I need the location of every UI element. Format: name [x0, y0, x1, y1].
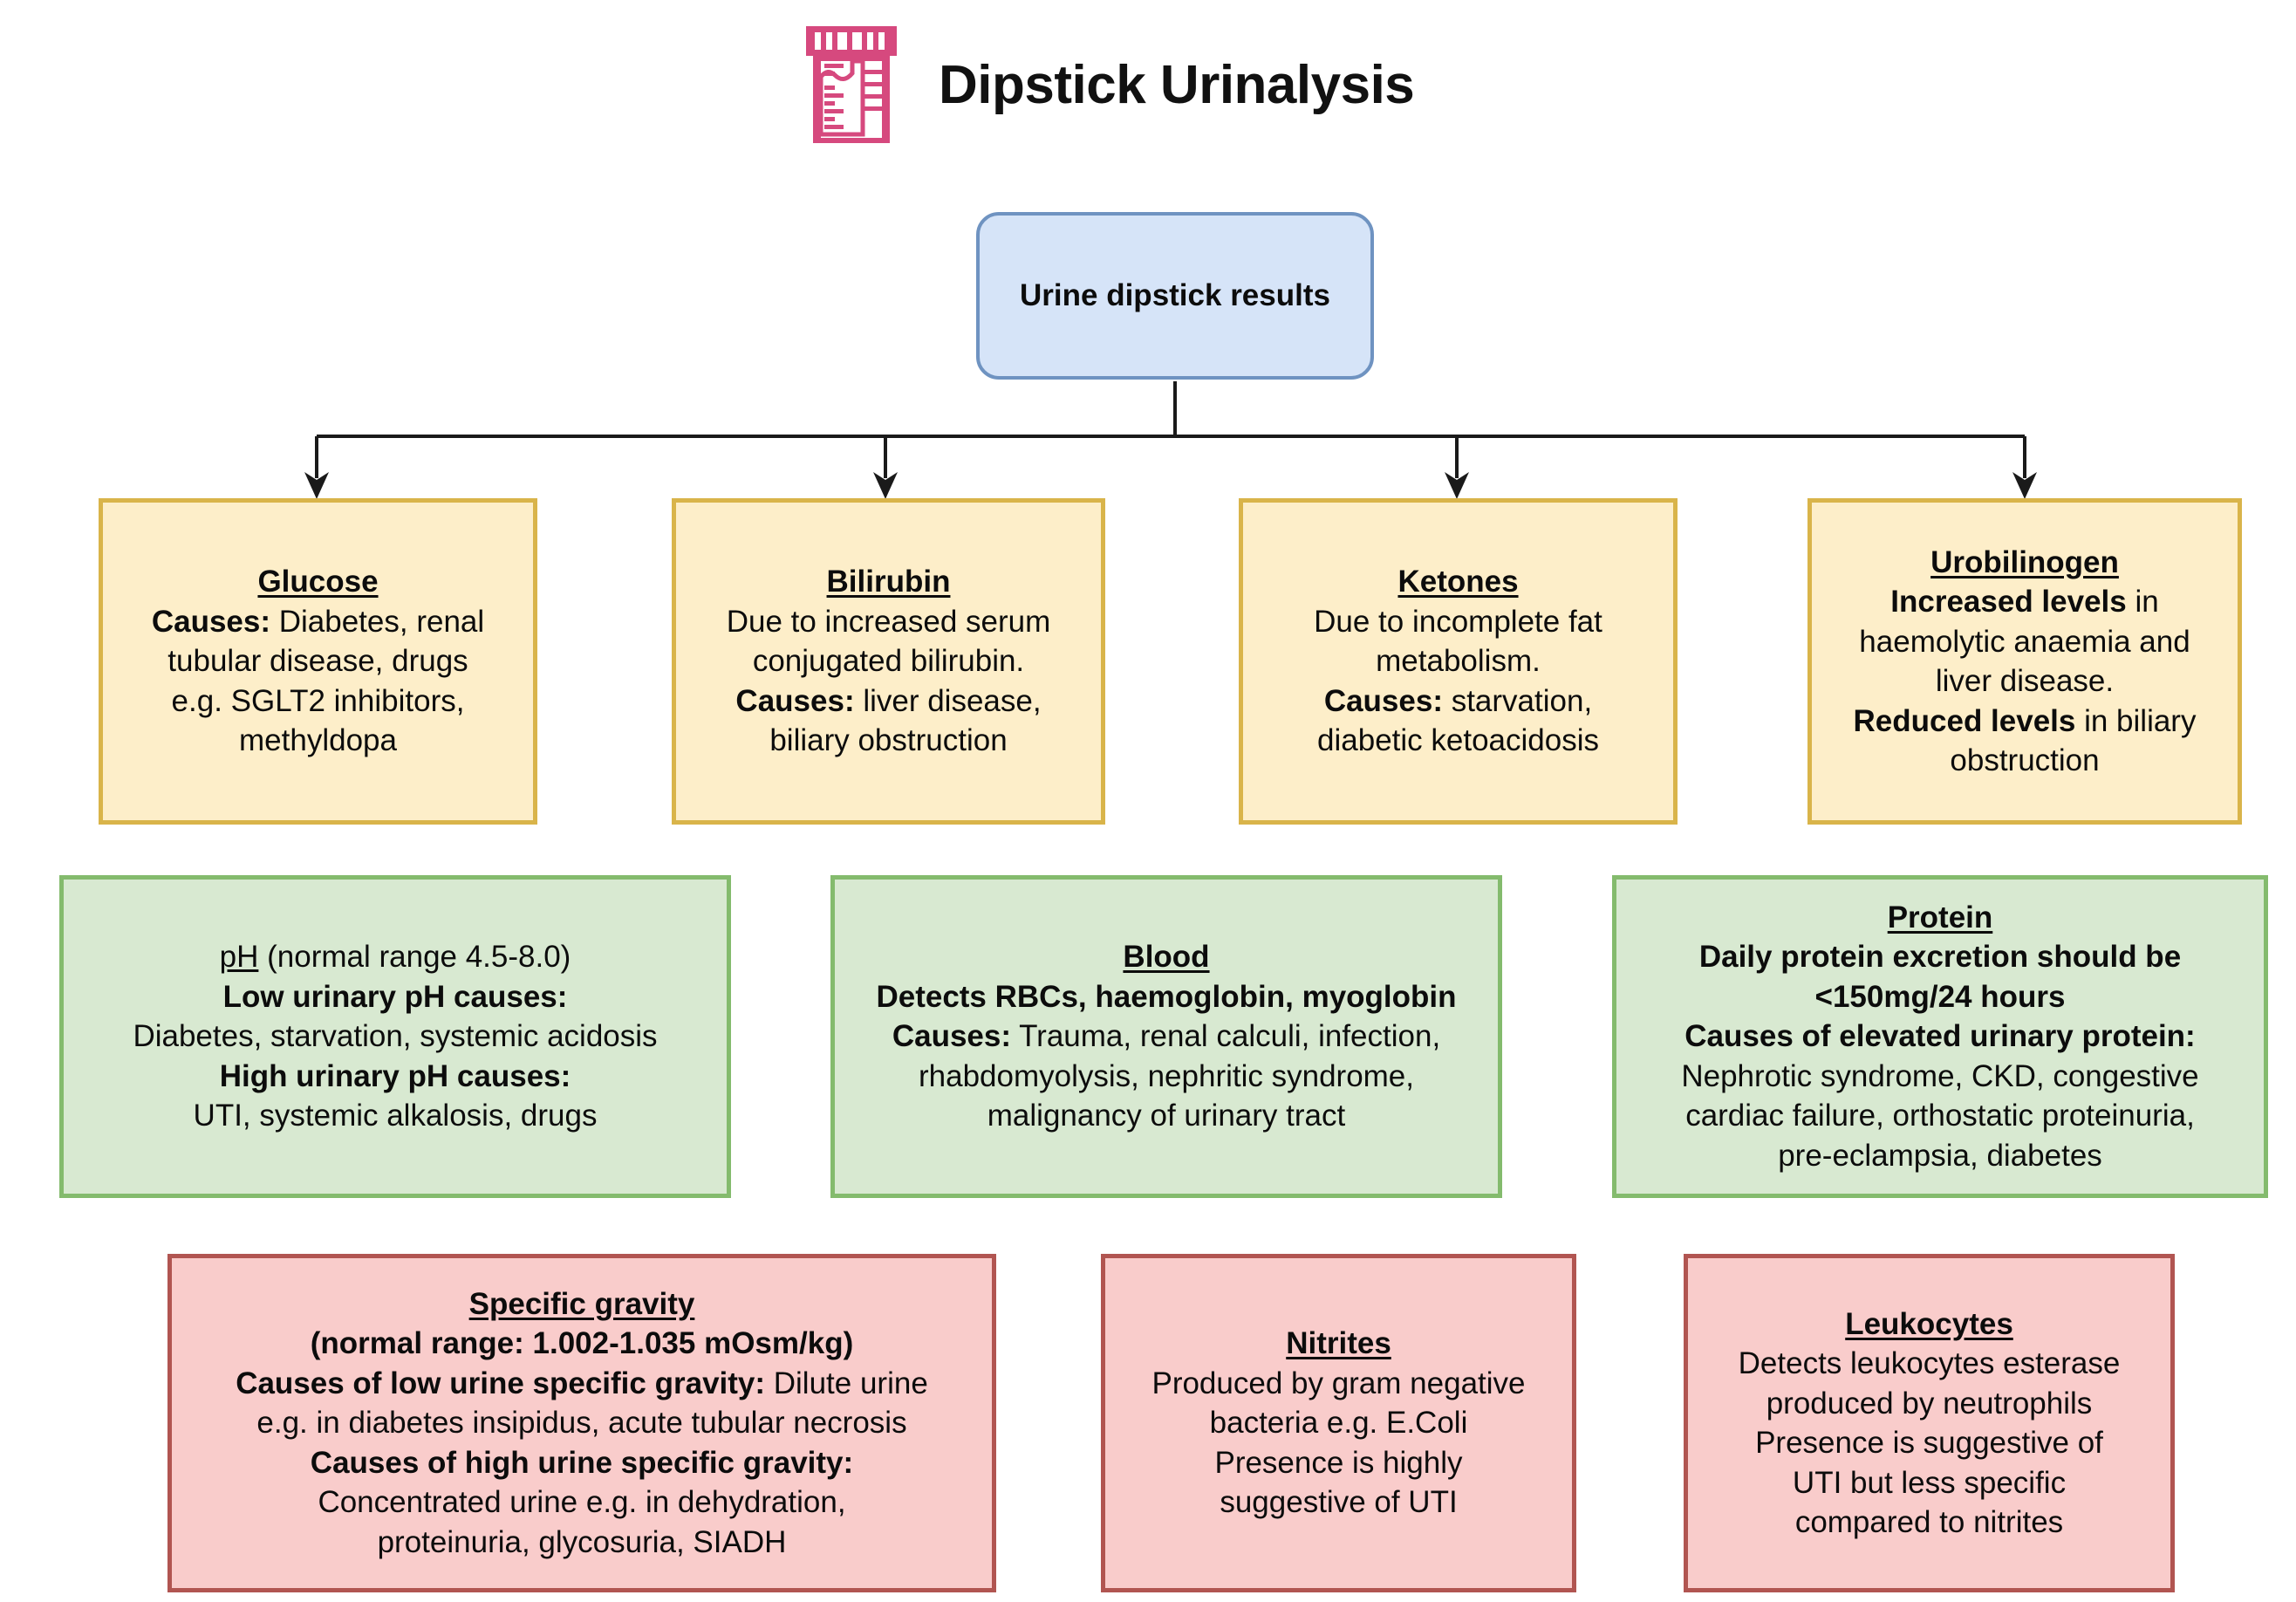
ketones-line-3: Causes: starvation,	[1323, 683, 1593, 718]
node-ph[interactable]: pH (normal range 4.5-8.0) Low urinary pH…	[59, 875, 731, 1198]
urobilinogen-title: Urobilinogen	[1930, 544, 2119, 579]
blood-line-2: Causes: Trauma, renal calculi, infection…	[892, 1019, 1441, 1054]
urobilinogen-line-1: Increased levels in	[1890, 585, 2159, 619]
glucose-line-4: methyldopa	[239, 723, 397, 758]
bilirubin-line-1: Due to increased serum	[726, 604, 1051, 639]
ph-title: pH (normal range 4.5-8.0)	[78, 937, 713, 977]
nitrites-line-3: Presence is highly	[1214, 1445, 1463, 1480]
glucose-title: Glucose	[257, 565, 379, 599]
specific-gravity-line-4: Causes of high urine specific gravity:	[310, 1445, 854, 1480]
node-protein[interactable]: Protein Daily protein excretion should b…	[1612, 875, 2268, 1198]
root-label: Urine dipstick results	[1020, 278, 1330, 313]
specific-gravity-line-2: Causes of low urine specific gravity: Di…	[236, 1366, 928, 1400]
leukocytes-title: Leukocytes	[1845, 1306, 2013, 1341]
blood-title: Blood	[1123, 940, 1210, 975]
ph-title-suffix: (normal range 4.5-8.0)	[258, 940, 571, 975]
ph-line-2: Diabetes, starvation, systemic acidosis	[133, 1019, 658, 1054]
protein-line-5: cardiac failure, orthostatic proteinuria…	[1685, 1099, 2195, 1133]
ketones-title: Ketones	[1397, 565, 1519, 599]
node-bilirubin[interactable]: Bilirubin Due to increased serum conjuga…	[672, 498, 1105, 825]
page-title: Dipstick Urinalysis	[939, 54, 1415, 115]
urobilinogen-line-5: obstruction	[1950, 743, 2100, 777]
specific-gravity-line-6: proteinuria, glycosuria, SIADH	[377, 1524, 787, 1559]
specific-gravity-line-5: Concentrated urine e.g. in dehydration,	[318, 1485, 846, 1520]
protein-line-6: pre-eclampsia, diabetes	[1778, 1138, 2102, 1173]
page-header: Dipstick Urinalysis	[803, 23, 1415, 147]
bilirubin-line-3: Causes: liver disease,	[735, 683, 1042, 718]
blood-line-3: rhabdomyolysis, nephritic syndrome,	[918, 1058, 1414, 1093]
specific-gravity-line-1: (normal range: 1.002-1.035 mOsm/kg)	[310, 1326, 854, 1361]
bilirubin-title: Bilirubin	[826, 565, 951, 599]
node-leukocytes[interactable]: Leukocytes Detects leukocytes esterase p…	[1684, 1254, 2175, 1592]
urobilinogen-line-2: haemolytic anaemia and	[1859, 624, 2190, 659]
protein-title: Protein	[1887, 900, 1993, 934]
ketones-line-4: diabetic ketoacidosis	[1317, 723, 1599, 758]
nitrites-line-2: bacteria e.g. E.Coli	[1209, 1406, 1468, 1441]
specific-gravity-line-3: e.g. in diabetes insipidus, acute tubula…	[256, 1406, 907, 1441]
nitrites-line-1: Produced by gram negative	[1151, 1366, 1526, 1400]
node-urine-dipstick-results[interactable]: Urine dipstick results	[976, 212, 1374, 380]
specific-gravity-title: Specific gravity	[468, 1286, 695, 1321]
glucose-causes-label: Causes:	[151, 604, 270, 639]
protein-line-4: Nephrotic syndrome, CKD, congestive	[1681, 1058, 2199, 1093]
ph-title-underlined: pH	[219, 940, 259, 975]
urobilinogen-line-3: liver disease.	[1935, 664, 2115, 698]
ketones-line-2: metabolism.	[1376, 644, 1541, 679]
blood-line-4: malignancy of urinary tract	[987, 1099, 1346, 1133]
node-blood[interactable]: Blood Detects RBCs, haemoglobin, myoglob…	[830, 875, 1502, 1198]
urobilinogen-line-4: Reduced levels in biliary	[1853, 703, 2197, 738]
leukocytes-line-4: UTI but less specific	[1792, 1465, 2067, 1500]
leukocytes-line-3: Presence is suggestive of	[1755, 1426, 2103, 1460]
ph-line-3: High urinary pH causes:	[219, 1058, 571, 1093]
ph-line-4: UTI, systemic alkalosis, drugs	[193, 1099, 598, 1133]
leukocytes-line-1: Detects leukocytes esterase	[1738, 1346, 2121, 1380]
node-glucose[interactable]: Glucose Causes: Diabetes, renal tubular …	[99, 498, 537, 825]
glucose-line-2: tubular disease, drugs	[167, 644, 468, 679]
node-specific-gravity[interactable]: Specific gravity (normal range: 1.002-1.…	[167, 1254, 996, 1592]
nitrites-line-4: suggestive of UTI	[1220, 1485, 1458, 1520]
protein-line-3: Causes of elevated urinary protein:	[1684, 1019, 2196, 1054]
glucose-line-1-text: Diabetes, renal	[278, 604, 485, 639]
urine-sample-container-icon	[806, 26, 897, 143]
protein-line-2: <150mg/24 hours	[1814, 979, 2066, 1014]
ph-line-1: Low urinary pH causes:	[222, 979, 568, 1014]
protein-line-1: Daily protein excretion should be	[1698, 940, 2182, 975]
nitrites-title: Nitrites	[1286, 1326, 1391, 1361]
leukocytes-line-2: produced by neutrophils	[1766, 1386, 2093, 1421]
leukocytes-line-5: compared to nitrites	[1794, 1505, 2064, 1539]
node-nitrites[interactable]: Nitrites Produced by gram negative bacte…	[1101, 1254, 1576, 1592]
ketones-line-1: Due to incomplete fat	[1314, 604, 1602, 639]
node-ketones[interactable]: Ketones Due to incomplete fat metabolism…	[1239, 498, 1678, 825]
blood-line-1: Detects RBCs, haemoglobin, myoglobin	[876, 979, 1457, 1014]
glucose-line-3: e.g. SGLT2 inhibitors,	[171, 683, 465, 718]
bilirubin-line-4: biliary obstruction	[769, 723, 1008, 758]
bilirubin-line-2: conjugated bilirubin.	[752, 644, 1025, 679]
glucose-line-1: Causes: Diabetes, renal	[115, 602, 521, 642]
node-urobilinogen[interactable]: Urobilinogen Increased levels in haemoly…	[1807, 498, 2242, 825]
